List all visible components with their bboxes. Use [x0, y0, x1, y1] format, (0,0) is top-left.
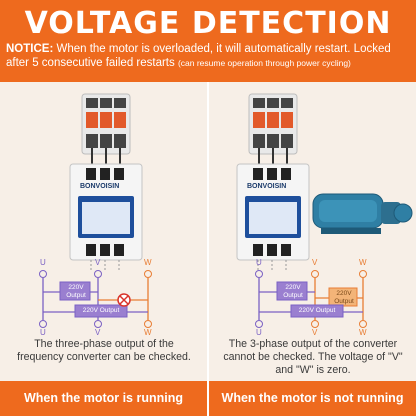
right-terminal-u-top: U	[256, 258, 262, 267]
left-wiring-diagram	[39, 260, 152, 328]
right-caption: The 3-phase output of the converter cann…	[223, 338, 403, 376]
notice-label: NOTICE:	[6, 43, 54, 55]
right-output-label-small: 220V Output	[278, 284, 308, 300]
left-brand: BONVOISIN	[80, 183, 120, 190]
right-terminal-v-bottom: V	[312, 328, 318, 337]
left-panel: BONVOISIN U V W U V W 220V Output 220V O…	[0, 82, 207, 416]
right-converter-icon	[236, 93, 413, 261]
panel-divider	[207, 82, 209, 416]
left-terminal-w-top: W	[144, 258, 152, 267]
right-terminal-w-bottom: W	[359, 328, 367, 337]
right-footer: When the motor is not running	[209, 381, 416, 416]
left-terminal-v-top: V	[95, 258, 101, 267]
left-terminal-u-bottom: U	[40, 328, 46, 337]
right-output-small-b: Output	[283, 292, 303, 299]
right-brand: BONVOISIN	[247, 183, 287, 190]
left-terminal-u-top: U	[40, 258, 46, 267]
left-footer: When the motor is running	[0, 381, 207, 416]
page-title: VOLTAGE DETECTION	[24, 6, 392, 41]
right-terminal-v-top: V	[312, 258, 318, 267]
notice-small: (can resume operation through power cycl…	[177, 58, 351, 68]
right-output-orange-b: Output	[334, 298, 354, 305]
right-output-label-orange: 220V Output	[330, 290, 358, 306]
left-caption: The three-phase output of the frequency …	[17, 338, 191, 363]
right-output-orange-a: 220V	[336, 290, 352, 297]
right-terminal-u-bottom: U	[256, 328, 262, 337]
left-terminal-v-bottom: V	[95, 328, 101, 337]
left-output-small-a: 220V	[68, 284, 84, 291]
right-wiring-diagram	[255, 260, 367, 328]
notice-body: When the motor is overloaded, it will au…	[6, 43, 391, 69]
right-output-small-a: 220V	[285, 284, 301, 291]
left-output-label-wide: 220V Output	[82, 307, 120, 314]
right-output-label-wide: 220V Output	[298, 307, 336, 314]
right-terminal-w-top: W	[359, 258, 367, 267]
notice-text: NOTICE: When the motor is overloaded, it…	[6, 42, 410, 70]
left-output-small-b: Output	[66, 292, 86, 299]
left-output-label-small: 220V Output	[61, 284, 91, 300]
header-banner: VOLTAGE DETECTION NOTICE: When the motor…	[0, 0, 416, 82]
right-panel: BONVOISIN U V W U V W 220V Output 220V O…	[209, 82, 416, 416]
left-breaker-icon	[69, 93, 143, 261]
left-terminal-w-bottom: W	[144, 328, 152, 337]
